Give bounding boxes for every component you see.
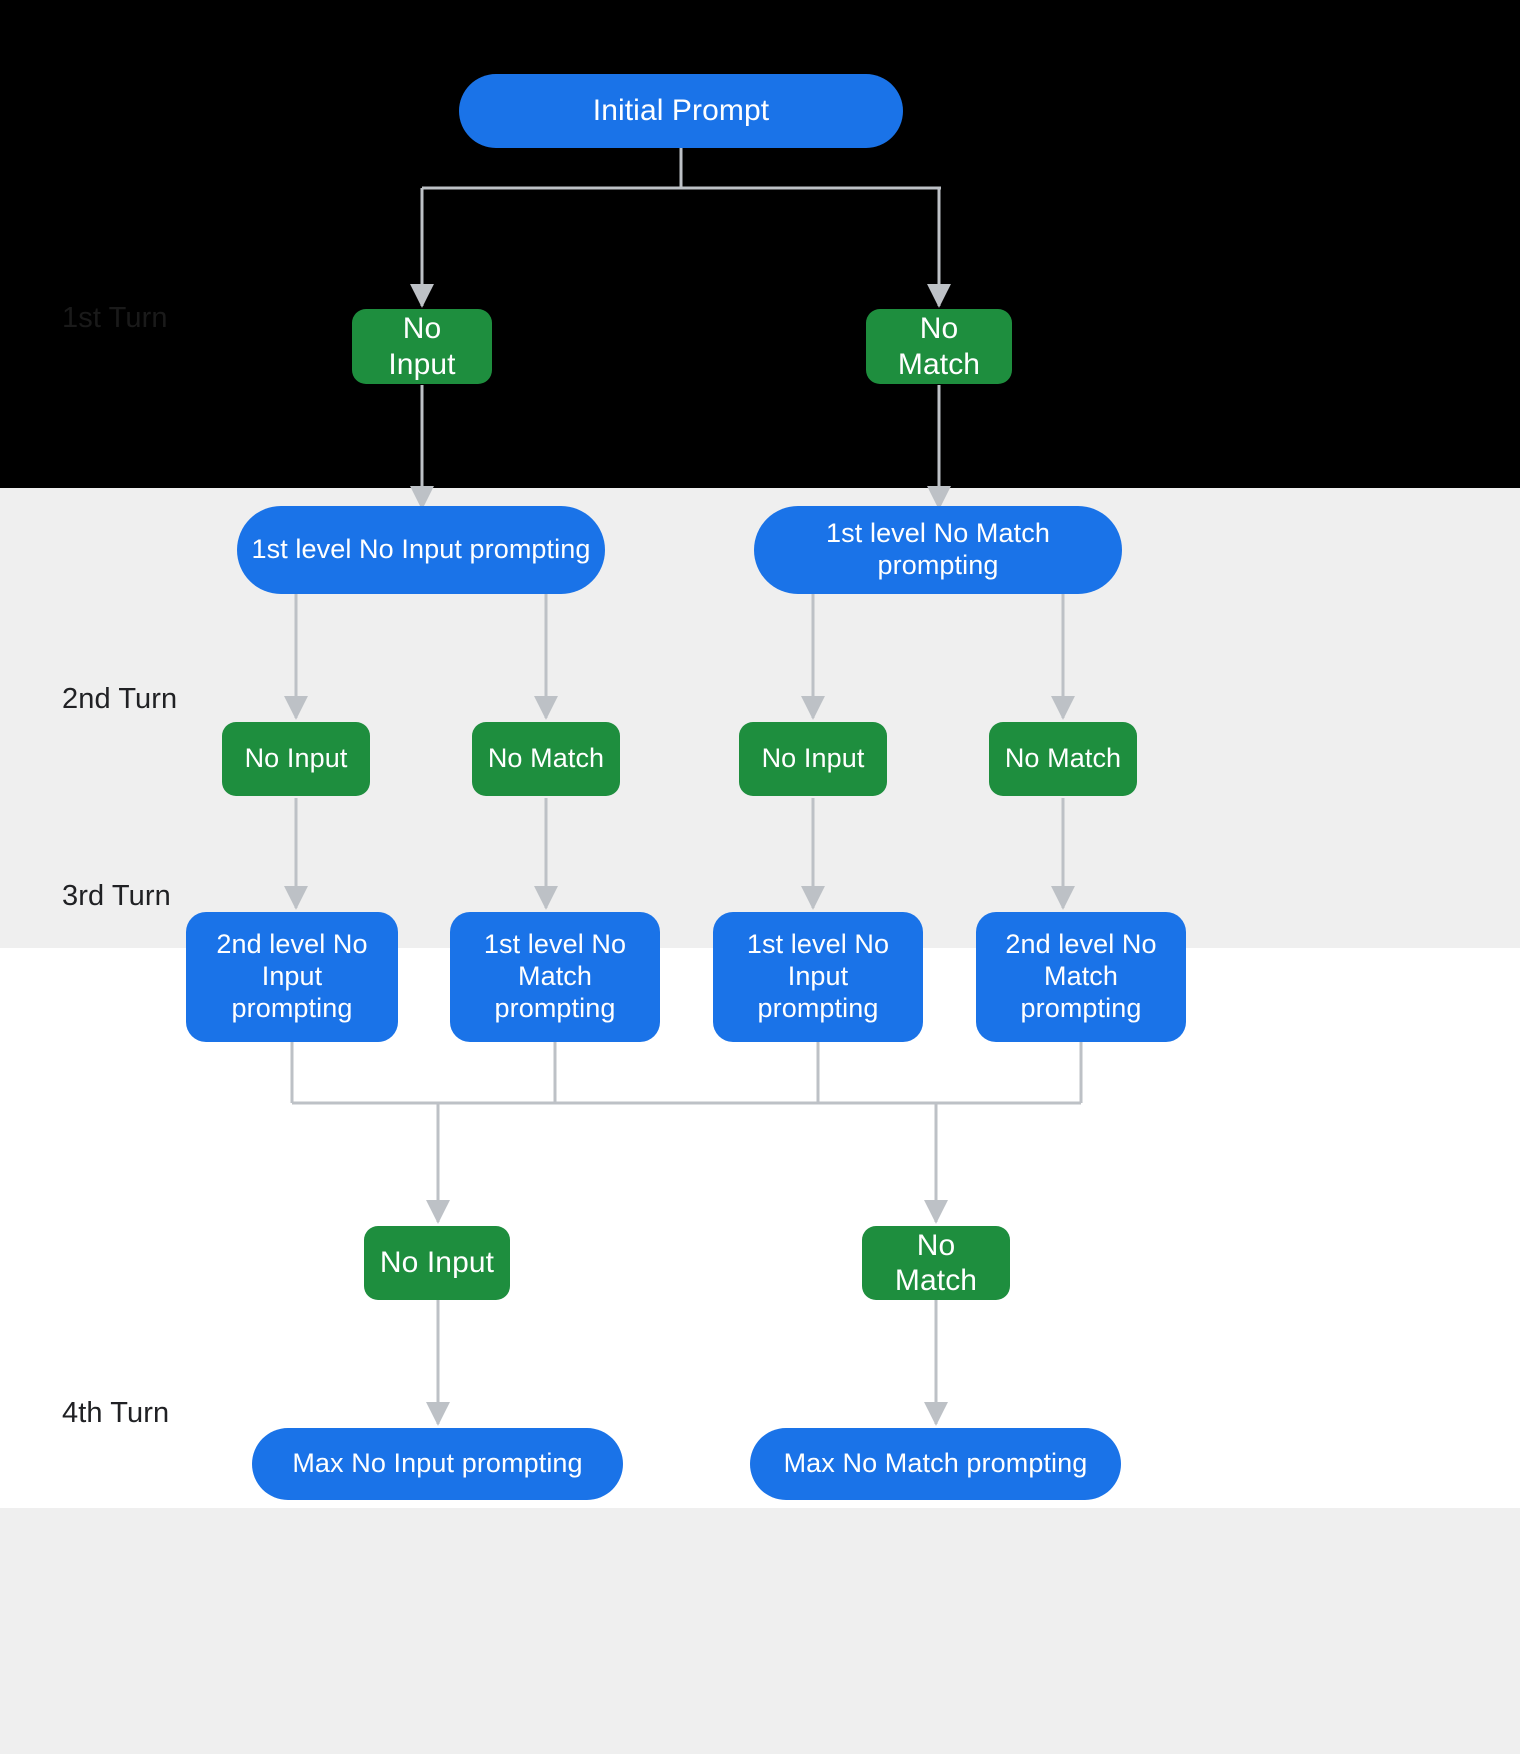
node-t3-prompt-no-input-1[interactable]: 1st level No Input prompting	[713, 912, 923, 1042]
turn-label-4: 4th Turn	[62, 1397, 170, 1429]
node-t4-max-no-input[interactable]: Max No Input prompting	[252, 1428, 623, 1500]
band-turn-4	[0, 1508, 1520, 1754]
turn-label-1: 1st Turn	[62, 302, 168, 334]
node-t3-prompt-no-input-2[interactable]: 2nd level No Input prompting	[186, 912, 398, 1042]
node-t3-prompt-no-match-1[interactable]: 1st level No Match prompting	[450, 912, 660, 1042]
node-t2-prompt-no-match-1[interactable]: 1st level No Match prompting	[754, 506, 1122, 594]
node-t2-no-match-b[interactable]: No Match	[989, 722, 1137, 796]
node-t3-no-input[interactable]: No Input	[364, 1226, 510, 1300]
node-t2-no-input-b[interactable]: No Input	[739, 722, 887, 796]
node-t2-prompt-no-input-1[interactable]: 1st level No Input prompting	[237, 506, 605, 594]
node-t3-prompt-no-match-2[interactable]: 2nd level No Match prompting	[976, 912, 1186, 1042]
turn-label-3: 3rd Turn	[62, 880, 171, 912]
node-t4-max-no-match[interactable]: Max No Match prompting	[750, 1428, 1121, 1500]
node-t2-no-match-a[interactable]: No Match	[472, 722, 620, 796]
node-t1-no-input[interactable]: No Input	[352, 309, 492, 384]
node-initial-prompt[interactable]: Initial Prompt	[459, 74, 903, 148]
node-t3-no-match[interactable]: No Match	[862, 1226, 1010, 1300]
node-t2-no-input-a[interactable]: No Input	[222, 722, 370, 796]
node-t1-no-match[interactable]: No Match	[866, 309, 1012, 384]
turn-label-2: 2nd Turn	[62, 683, 178, 715]
